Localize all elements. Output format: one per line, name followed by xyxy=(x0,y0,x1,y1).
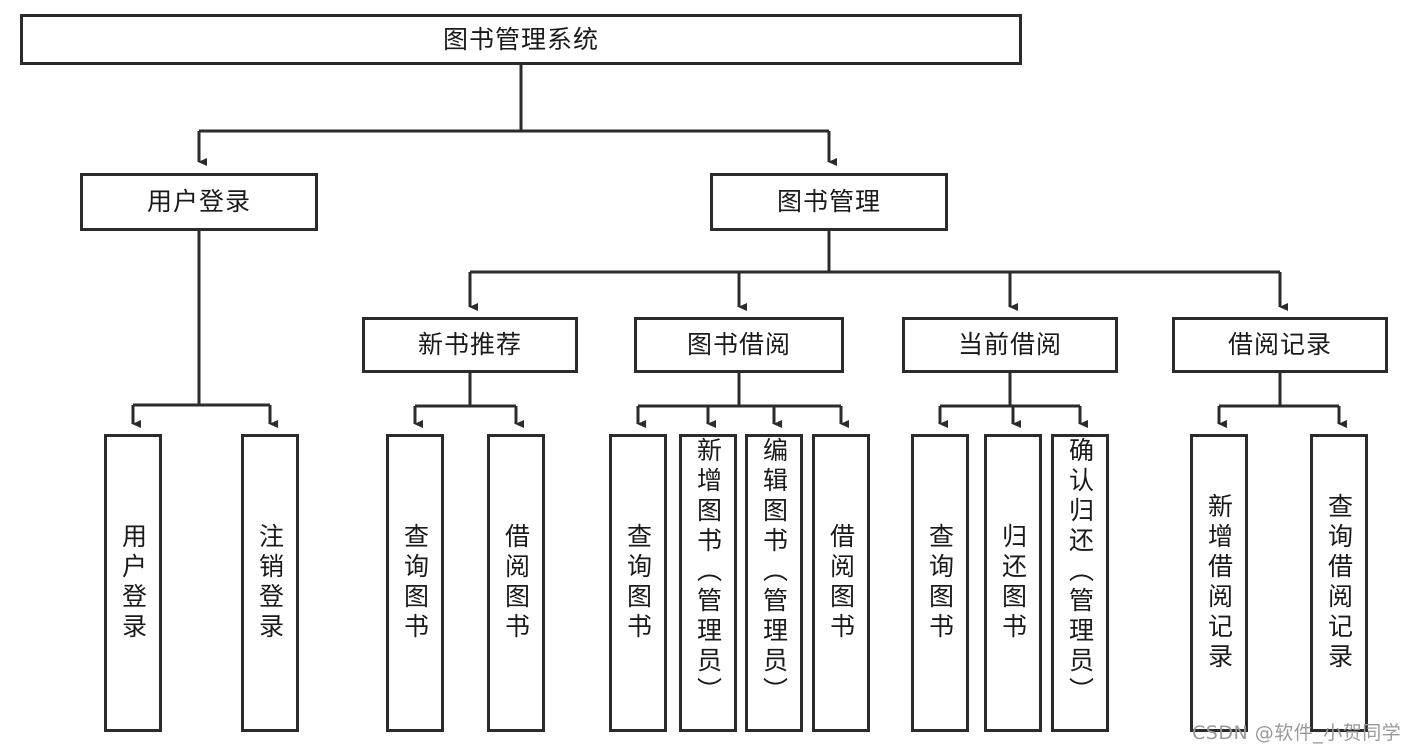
node-leaf-borrow-book-2-label: 借阅图书 xyxy=(826,523,856,643)
node-leaf-borrow-book-2[interactable]: 借阅图书 xyxy=(812,434,870,732)
node-leaf-query-book-2-label: 查询图书 xyxy=(623,523,653,643)
node-book-manage[interactable]: 图书管理 xyxy=(710,173,948,231)
node-new-book-recommend-label: 新书推荐 xyxy=(417,330,522,360)
node-root-label: 图书管理系统 xyxy=(442,24,599,54)
csdn-watermark: CSDN @软件_小贺同学 xyxy=(1192,722,1402,744)
node-user-login[interactable]: 用户登录 xyxy=(80,173,318,231)
node-leaf-query-book-2[interactable]: 查询图书 xyxy=(609,434,667,732)
node-new-book-recommend[interactable]: 新书推荐 xyxy=(362,317,578,373)
node-leaf-query-book-3[interactable]: 查询图书 xyxy=(911,434,969,732)
node-root[interactable]: 图书管理系统 xyxy=(20,14,1022,65)
node-book-borrow-label: 图书借阅 xyxy=(686,330,791,360)
node-leaf-query-book-1[interactable]: 查询图书 xyxy=(386,434,444,732)
node-borrow-record-label: 借阅记录 xyxy=(1227,330,1332,360)
node-leaf-borrow-book-1-label: 借阅图书 xyxy=(501,523,531,643)
node-leaf-add-book-admin-label: 新增图书（管理员） xyxy=(693,437,723,707)
node-leaf-confirm-return-admin[interactable]: 确认归还（管理员） xyxy=(1051,434,1109,732)
node-leaf-borrow-book-1[interactable]: 借阅图书 xyxy=(487,434,545,732)
node-user-login-label: 用户登录 xyxy=(146,187,251,217)
node-leaf-query-book-3-label: 查询图书 xyxy=(925,523,955,643)
node-leaf-user-login[interactable]: 用户登录 xyxy=(104,434,162,732)
node-leaf-user-login-label: 用户登录 xyxy=(118,523,148,643)
node-borrow-record[interactable]: 借阅记录 xyxy=(1172,317,1388,373)
node-leaf-add-borrow-record-label: 新增借阅记录 xyxy=(1204,493,1234,673)
node-book-manage-label: 图书管理 xyxy=(776,187,881,217)
node-book-borrow[interactable]: 图书借阅 xyxy=(634,317,844,373)
node-leaf-return-book-label: 归还图书 xyxy=(998,523,1028,643)
node-leaf-confirm-return-admin-label: 确认归还（管理员） xyxy=(1065,437,1095,707)
node-leaf-query-book-1-label: 查询图书 xyxy=(400,523,430,643)
node-leaf-user-logout-label: 注销登录 xyxy=(255,523,285,643)
node-current-borrow[interactable]: 当前借阅 xyxy=(902,317,1118,373)
node-current-borrow-label: 当前借阅 xyxy=(957,330,1062,360)
node-leaf-edit-book-admin-label: 编辑图书（管理员） xyxy=(759,437,789,707)
node-leaf-user-logout[interactable]: 注销登录 xyxy=(241,434,299,732)
node-leaf-return-book[interactable]: 归还图书 xyxy=(984,434,1042,732)
node-leaf-edit-book-admin[interactable]: 编辑图书（管理员） xyxy=(745,434,803,732)
node-leaf-add-borrow-record[interactable]: 新增借阅记录 xyxy=(1190,434,1248,732)
node-leaf-query-borrow-record-label: 查询借阅记录 xyxy=(1324,493,1354,673)
node-leaf-query-borrow-record[interactable]: 查询借阅记录 xyxy=(1310,434,1368,732)
node-leaf-add-book-admin[interactable]: 新增图书（管理员） xyxy=(679,434,737,732)
